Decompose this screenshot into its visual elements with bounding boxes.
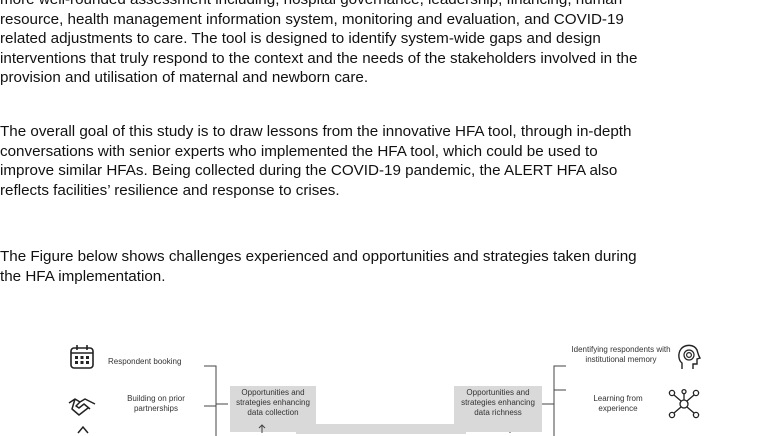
text-line: provision and utilisation of maternal an…: [0, 69, 369, 87]
arrow-icon: [77, 425, 89, 434]
text-line: The Figure below shows challenges experi…: [0, 248, 637, 265]
text-line: the HFA implementation.: [0, 267, 166, 285]
handshake-icon: [68, 398, 96, 416]
left-item-respondent-booking: Respondent booking: [108, 357, 182, 366]
calendar-icon: [70, 345, 94, 369]
text-line: related adjustments to care. The tool is…: [0, 30, 601, 48]
text-line: improve similar HFAs. Being collected du…: [0, 162, 618, 180]
text-line: reflects facilities’ resilience and resp…: [0, 181, 340, 199]
text-line: The overall goal of this study is to dra…: [0, 123, 632, 140]
right-item-learning-experience: Learning from experience: [593, 394, 643, 413]
center-bar: [296, 424, 466, 434]
left-item-prior-partnerships: Building on prior partnerships: [127, 394, 185, 413]
text-line: resource, health management information …: [0, 10, 624, 28]
right-bracket: [542, 365, 566, 436]
paragraph-context: more well-rounded assessment including; …: [0, 0, 766, 88]
paragraph-figure-intro: The Figure below shows challenges experi…: [0, 247, 766, 286]
text-line: more well-rounded assessment including; …: [0, 0, 766, 10]
right-item-institutional-memory: Identifying respondents with institution…: [571, 345, 671, 364]
text-line: interventions that truly respond to the …: [0, 49, 638, 67]
head-target-icon: [678, 344, 702, 369]
box-data-collection: Opportunities and strategies enhancing d…: [230, 386, 316, 432]
left-bracket: [204, 365, 228, 436]
box-data-richness: Opportunities and strategies enhancing d…: [454, 386, 542, 432]
network-icon: [668, 388, 700, 419]
paragraph-goal: The overall goal of this study is to dra…: [0, 122, 766, 200]
text-line: conversations with senior experts who im…: [0, 142, 598, 160]
